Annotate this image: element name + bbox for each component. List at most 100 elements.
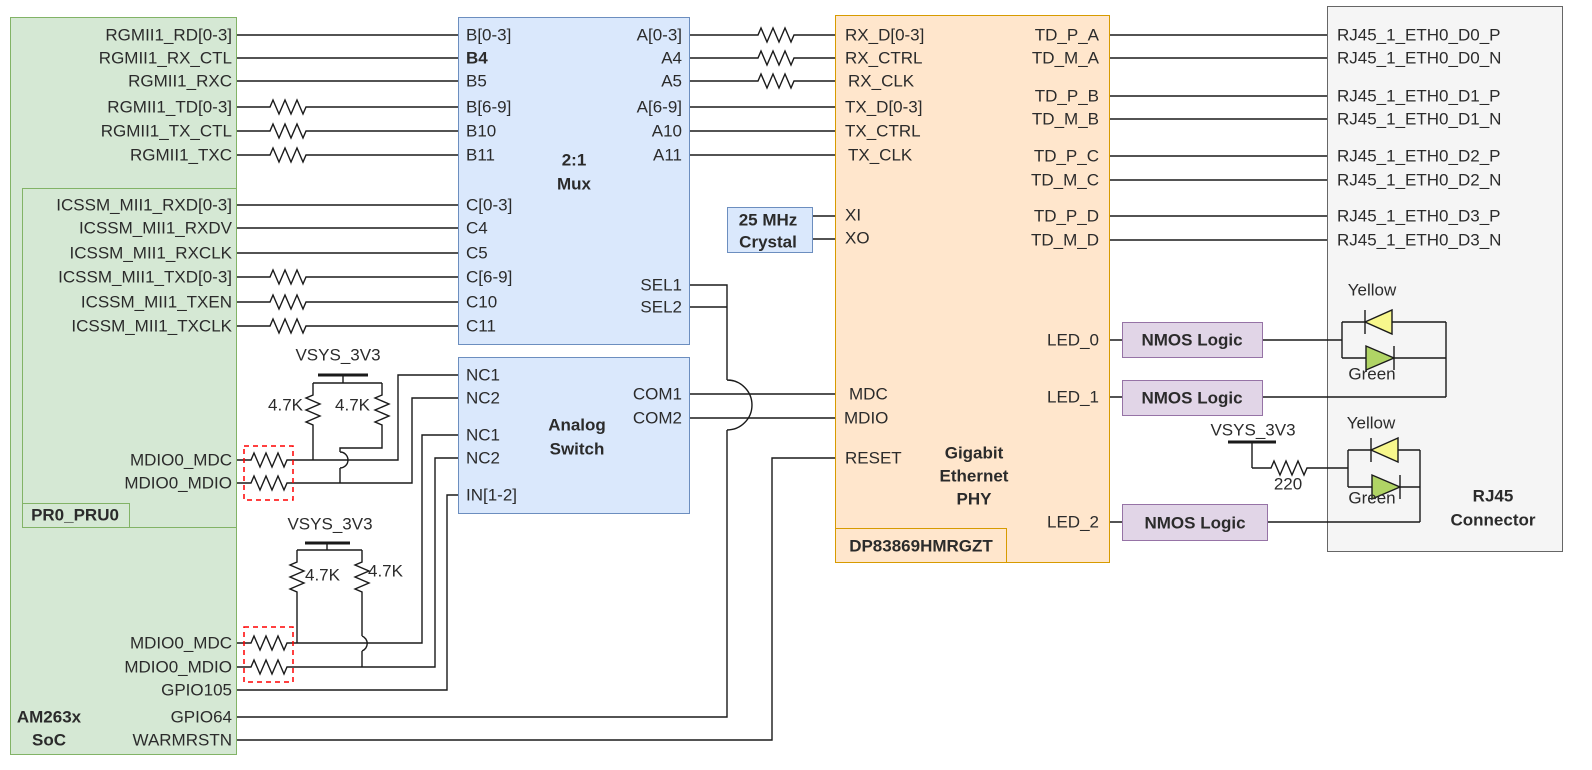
asw-pin-nc2-a: NC2	[466, 388, 501, 408]
phy-pin-reset: RESET	[845, 448, 902, 468]
phy-title-line3: PHY	[956, 489, 992, 509]
mux-title-line1: 2:1	[561, 150, 587, 170]
mux-pin-a4: A4	[661, 48, 682, 68]
mux-pin-a11: A11	[653, 145, 682, 165]
asw-pin-nc1-a: NC1	[466, 365, 501, 385]
phy-block	[835, 15, 1110, 563]
mux-pin-a5: A5	[661, 71, 682, 91]
phy-pin-td-m-a: TD_M_A	[1031, 48, 1099, 68]
asw-pin-nc1-b: NC1	[466, 425, 501, 445]
phy-pin-td-m-c: TD_M_C	[1030, 170, 1099, 190]
phy-part-number: DP83869HMRGZT	[849, 536, 993, 556]
resistor-label-4k7-lower-right: 4.7K	[368, 561, 403, 581]
rj45-pin-d2-n: RJ45_1_ETH0_D2_N	[1337, 170, 1502, 190]
phy-pin-led2: LED_2	[1047, 512, 1099, 532]
phy-pin-mdio: MDIO	[844, 408, 889, 428]
soc-pin-mdio0-mdio-upper: MDIO0_MDIO	[124, 473, 232, 493]
nmos-logic-label-0: NMOS Logic	[1141, 330, 1243, 350]
soc-pin-gpio64: GPIO64	[170, 707, 232, 727]
mux-pin-c6-9: C[6-9]	[466, 267, 513, 287]
mux-pin-c5: C5	[466, 243, 488, 263]
led-label-green-1: Green	[1348, 364, 1396, 384]
phy-pin-td-p-a: TD_P_A	[1034, 25, 1099, 45]
asw-pin-com2: COM2	[632, 408, 682, 428]
vsys-3v3-label-upper: VSYS_3V3	[295, 345, 381, 365]
pru-label-box	[22, 503, 130, 528]
phy-title-line2: Ethernet	[939, 466, 1009, 486]
mux-pin-b5: B5	[466, 71, 487, 91]
phy-pin-tx-d: TX_D[0-3]	[845, 97, 923, 117]
soc-pin-icssm-txclk: ICSSM_MII1_TXCLK	[71, 316, 232, 336]
mux-pin-c0-3: C[0-3]	[466, 195, 513, 215]
mux-pin-b4: B4	[466, 48, 488, 68]
mux-pin-b6-9: B[6-9]	[466, 97, 512, 117]
nmos-logic-label-2: NMOS Logic	[1144, 513, 1246, 533]
mux-pin-sel2: SEL2	[640, 297, 682, 317]
soc-pin-warmrstn: WARMRSTN	[132, 730, 232, 750]
phy-pin-td-p-d: TD_P_D	[1033, 206, 1099, 226]
crystal-block	[727, 207, 813, 253]
mux-pin-a6-9: A[6-9]	[636, 97, 682, 117]
led-label-yellow-1: Yellow	[1347, 280, 1397, 300]
phy-pin-td-m-b: TD_M_B	[1031, 109, 1099, 129]
resistor-label-4k7-upper-right: 4.7K	[335, 395, 370, 415]
soc-pin-icssm-rxclk: ICSSM_MII1_RXCLK	[69, 243, 233, 263]
soc-pin-mdio0-mdc-lower: MDIO0_MDC	[129, 633, 232, 653]
asw-title-line1: Analog	[548, 415, 606, 435]
phy-pin-mdc: MDC	[849, 384, 888, 404]
crystal-title-line1: 25 MHz	[738, 210, 798, 230]
phy-pin-xi: XI	[845, 205, 862, 225]
phy-pin-xo: XO	[845, 228, 870, 248]
phy-part-label-box	[835, 528, 1007, 563]
asw-title-line2: Switch	[549, 439, 605, 459]
soc-pin-icssm-rxd: ICSSM_MII1_RXD[0-3]	[56, 195, 232, 215]
mux-pin-c4: C4	[466, 218, 488, 238]
rj45-pin-d3-p: RJ45_1_ETH0_D3_P	[1337, 206, 1501, 226]
mux-pin-b10: B10	[466, 121, 497, 141]
phy-pin-rx-ctrl: RX_CTRL	[845, 48, 923, 68]
phy-pin-led1: LED_1	[1047, 387, 1099, 407]
mux-title-line2: Mux	[557, 174, 591, 194]
vsys-3v3-label-lower: VSYS_3V3	[287, 514, 373, 534]
resistor-label-220: 220	[1273, 474, 1303, 494]
soc-pin-gpio105: GPIO105	[161, 680, 232, 700]
soc-title-line1: AM263x	[16, 707, 82, 727]
resistor-label-4k7-lower-left: 4.7K	[305, 565, 340, 585]
asw-pin-nc2-b: NC2	[466, 448, 501, 468]
rj45-pin-d1-n: RJ45_1_ETH0_D1_N	[1337, 109, 1502, 129]
phy-pin-tx-clk: TX_CLK	[848, 145, 913, 165]
soc-pin-rgmii1-tx-ctl: RGMII1_TX_CTL	[100, 121, 232, 141]
mux-pin-c11: C11	[466, 316, 496, 336]
rj45-pin-d0-p: RJ45_1_ETH0_D0_P	[1337, 25, 1501, 45]
rj45-pin-d3-n: RJ45_1_ETH0_D3_N	[1337, 230, 1502, 250]
led-label-green-2: Green	[1348, 488, 1396, 508]
resistor-label-4k7-upper-left: 4.7K	[268, 395, 303, 415]
soc-pin-rgmii1-txc: RGMII1_TXC	[129, 145, 232, 165]
phy-pin-led0: LED_0	[1047, 330, 1099, 350]
phy-pin-td-p-c: TD_P_C	[1033, 146, 1099, 166]
pru-block	[22, 188, 237, 528]
rj45-title-line1: RJ45	[1472, 486, 1514, 506]
asw-pin-com1: COM1	[632, 384, 682, 404]
mux-pin-b0-3: B[0-3]	[466, 25, 512, 45]
soc-pin-mdio0-mdc-upper: MDIO0_MDC	[129, 450, 232, 470]
phy-title-line1: Gigabit	[944, 443, 1004, 463]
soc-pin-icssm-txd: ICSSM_MII1_TXD[0-3]	[58, 267, 232, 287]
asw-pin-in1-2: IN[1-2]	[466, 485, 518, 505]
phy-pin-tx-ctrl: TX_CTRL	[845, 121, 921, 141]
rj45-pin-d0-n: RJ45_1_ETH0_D0_N	[1337, 48, 1502, 68]
phy-pin-td-m-d: TD_M_D	[1030, 230, 1099, 250]
soc-pin-rgmii1-rx-ctl: RGMII1_RX_CTL	[98, 48, 232, 68]
phy-pin-td-p-b: TD_P_B	[1034, 86, 1099, 106]
mux-pin-sel1: SEL1	[640, 275, 682, 295]
vsys-3v3-label-led: VSYS_3V3	[1210, 420, 1296, 440]
soc-pin-rgmii1-td: RGMII1_TD[0-3]	[107, 97, 232, 117]
rj45-pin-d1-p: RJ45_1_ETH0_D1_P	[1337, 86, 1501, 106]
soc-pin-rgmii1-rd: RGMII1_RD[0-3]	[105, 25, 232, 45]
soc-title-line2: SoC	[32, 730, 66, 750]
soc-pin-icssm-rxdv: ICSSM_MII1_RXDV	[78, 218, 232, 238]
soc-pin-mdio0-mdio-lower: MDIO0_MDIO	[124, 657, 232, 677]
mux-pin-c10: C10	[466, 292, 498, 312]
